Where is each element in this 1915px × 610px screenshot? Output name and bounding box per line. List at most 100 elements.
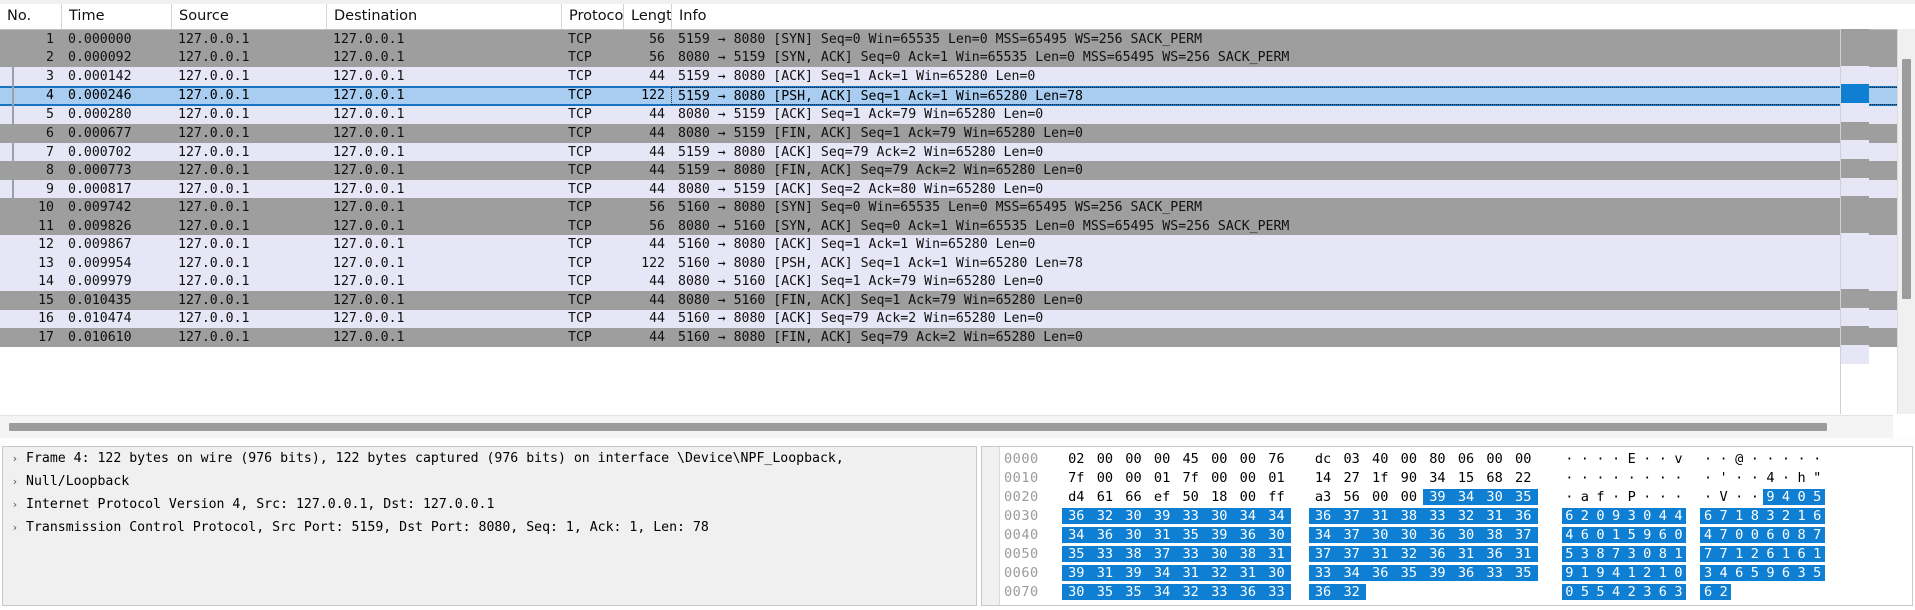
hex-byte[interactable]: 02 xyxy=(1068,450,1085,467)
hex-ascii-char[interactable]: 7 xyxy=(1700,545,1716,562)
hex-byte[interactable]: 01 xyxy=(1153,469,1171,486)
hex-byte[interactable]: 40 xyxy=(1372,450,1389,467)
hex-ascii-char[interactable]: 3 xyxy=(1623,507,1640,524)
hex-ascii-char[interactable]: · xyxy=(1781,450,1791,467)
hex-byte[interactable]: 31 xyxy=(1365,545,1395,562)
hex-ascii-char[interactable]: 4 xyxy=(1715,564,1732,581)
hex-byte[interactable]: 34 xyxy=(1147,583,1177,600)
hex-ascii-char[interactable]: 6 xyxy=(1655,583,1671,600)
hex-byte[interactable]: 31 xyxy=(1147,526,1177,543)
hex-ascii-char[interactable]: 0 xyxy=(1670,526,1687,543)
hex-byte[interactable]: ff xyxy=(1268,488,1285,505)
hex-byte[interactable]: 36 xyxy=(1423,545,1452,562)
hex-byte[interactable]: 00 xyxy=(1372,488,1389,505)
hex-byte[interactable]: 33 xyxy=(1204,583,1234,600)
hex-ascii-char[interactable]: · xyxy=(1565,450,1574,467)
hex-ascii-char[interactable]: 0 xyxy=(1778,526,1794,543)
hex-byte[interactable]: 34 xyxy=(1262,507,1291,524)
hex-ascii-char[interactable]: 0 xyxy=(1731,526,1748,543)
hex-byte[interactable]: 32 xyxy=(1090,507,1120,524)
hex-ascii-char[interactable]: 4 xyxy=(1561,526,1578,543)
hex-ascii-char[interactable]: 2 xyxy=(1577,507,1593,524)
hex-byte[interactable]: 34 xyxy=(1233,507,1263,524)
hex-ascii-char[interactable]: · xyxy=(1781,469,1791,486)
hex-ascii-char[interactable]: · xyxy=(1719,450,1728,467)
pane-splitter[interactable] xyxy=(0,438,1915,446)
hex-byte[interactable]: 38 xyxy=(1480,526,1509,543)
hex-ascii-char[interactable]: 0 xyxy=(1670,564,1687,581)
hex-ascii-char[interactable]: 9 xyxy=(1592,564,1609,581)
hex-byte[interactable]: 31 xyxy=(1262,545,1291,562)
packet-list-vertical-scrollbar[interactable] xyxy=(1897,29,1915,414)
hex-byte[interactable]: 30 xyxy=(1451,526,1481,543)
hex-byte[interactable]: 00 xyxy=(1515,450,1532,467)
hex-byte[interactable]: 00 xyxy=(1096,450,1114,467)
hex-byte[interactable]: 33 xyxy=(1423,507,1452,524)
hex-ascii-char[interactable]: P xyxy=(1627,488,1636,505)
hex-byte[interactable]: 31 xyxy=(1090,564,1120,581)
detail-row[interactable]: ›Internet Protocol Version 4, Src: 127.0… xyxy=(3,493,976,516)
hex-byte[interactable]: 32 xyxy=(1204,564,1234,581)
hex-ascii-char[interactable]: 1 xyxy=(1608,526,1624,543)
hex-ascii-char[interactable]: 6 xyxy=(1700,583,1716,600)
hex-ascii-char[interactable]: · xyxy=(1735,469,1744,486)
hex-ascii-char[interactable]: 9 xyxy=(1639,526,1656,543)
hex-ascii-char[interactable]: · xyxy=(1580,469,1589,486)
hex-ascii-char[interactable]: 0 xyxy=(1747,526,1763,543)
hex-ascii-char[interactable]: 6 xyxy=(1577,526,1593,543)
hex-byte[interactable]: 00 xyxy=(1486,450,1503,467)
hex-ascii-char[interactable]: 8 xyxy=(1793,526,1810,543)
hex-byte[interactable]: 36 xyxy=(1308,507,1338,524)
hex-byte[interactable]: 32 xyxy=(1394,545,1424,562)
hex-ascii-char[interactable]: · xyxy=(1674,469,1683,486)
hex-ascii-char[interactable]: 1 xyxy=(1731,545,1748,562)
hex-ascii-char[interactable]: 7 xyxy=(1608,545,1624,562)
hex-ascii-char[interactable]: · xyxy=(1658,450,1667,467)
hex-ascii-char[interactable]: 6 xyxy=(1731,564,1748,581)
hex-byte[interactable]: 36 xyxy=(1451,564,1481,581)
hex-ascii-char[interactable]: h xyxy=(1797,469,1806,486)
hex-ascii-char[interactable]: 5 xyxy=(1577,583,1593,600)
hex-byte[interactable]: 90 xyxy=(1400,469,1418,486)
hex-ascii-char[interactable]: 6 xyxy=(1655,526,1671,543)
hex-ascii-char[interactable]: 9 xyxy=(1561,564,1578,581)
hex-byte[interactable]: 30 xyxy=(1480,488,1509,505)
hex-byte[interactable]: 56 xyxy=(1343,488,1360,505)
hex-ascii-char[interactable]: 6 xyxy=(1762,545,1779,562)
hex-byte[interactable]: 38 xyxy=(1233,545,1263,562)
hex-byte[interactable]: 35 xyxy=(1062,545,1091,562)
column-header-dst[interactable]: Destination xyxy=(327,4,562,29)
hex-ascii-char[interactable]: · xyxy=(1813,450,1822,467)
column-header-no[interactable]: No. xyxy=(0,4,62,29)
hex-byte[interactable]: 35 xyxy=(1508,488,1538,505)
hex-byte[interactable]: 00 xyxy=(1096,469,1114,486)
hex-byte[interactable]: 30 xyxy=(1204,545,1234,562)
hex-byte[interactable]: 33 xyxy=(1176,545,1205,562)
hex-byte[interactable]: 00 xyxy=(1125,469,1142,486)
hex-ascii-char[interactable]: · xyxy=(1643,469,1652,486)
hex-ascii-char[interactable]: 6 xyxy=(1778,564,1794,581)
hex-ascii-char[interactable]: 8 xyxy=(1747,507,1763,524)
hex-ascii-char[interactable]: ' xyxy=(1719,469,1728,486)
hex-ascii-char[interactable]: 5 xyxy=(1592,583,1609,600)
hex-byte[interactable]: 30 xyxy=(1062,583,1091,600)
hex-byte[interactable]: 00 xyxy=(1239,488,1257,505)
hex-ascii-char[interactable]: · xyxy=(1611,488,1621,505)
hex-ascii-char[interactable]: · xyxy=(1735,488,1744,505)
hex-byte[interactable]: 31 xyxy=(1176,564,1205,581)
hex-ascii-char[interactable]: 2 xyxy=(1747,545,1763,562)
hex-ascii-char[interactable]: · xyxy=(1703,450,1713,467)
column-header-len[interactable]: Lengt xyxy=(624,4,672,29)
hex-ascii-char[interactable]: · xyxy=(1703,488,1713,505)
hex-ascii-char[interactable]: 7 xyxy=(1809,526,1825,543)
hex-byte[interactable]: 37 xyxy=(1308,545,1338,562)
hex-ascii-char[interactable]: · xyxy=(1750,488,1759,505)
